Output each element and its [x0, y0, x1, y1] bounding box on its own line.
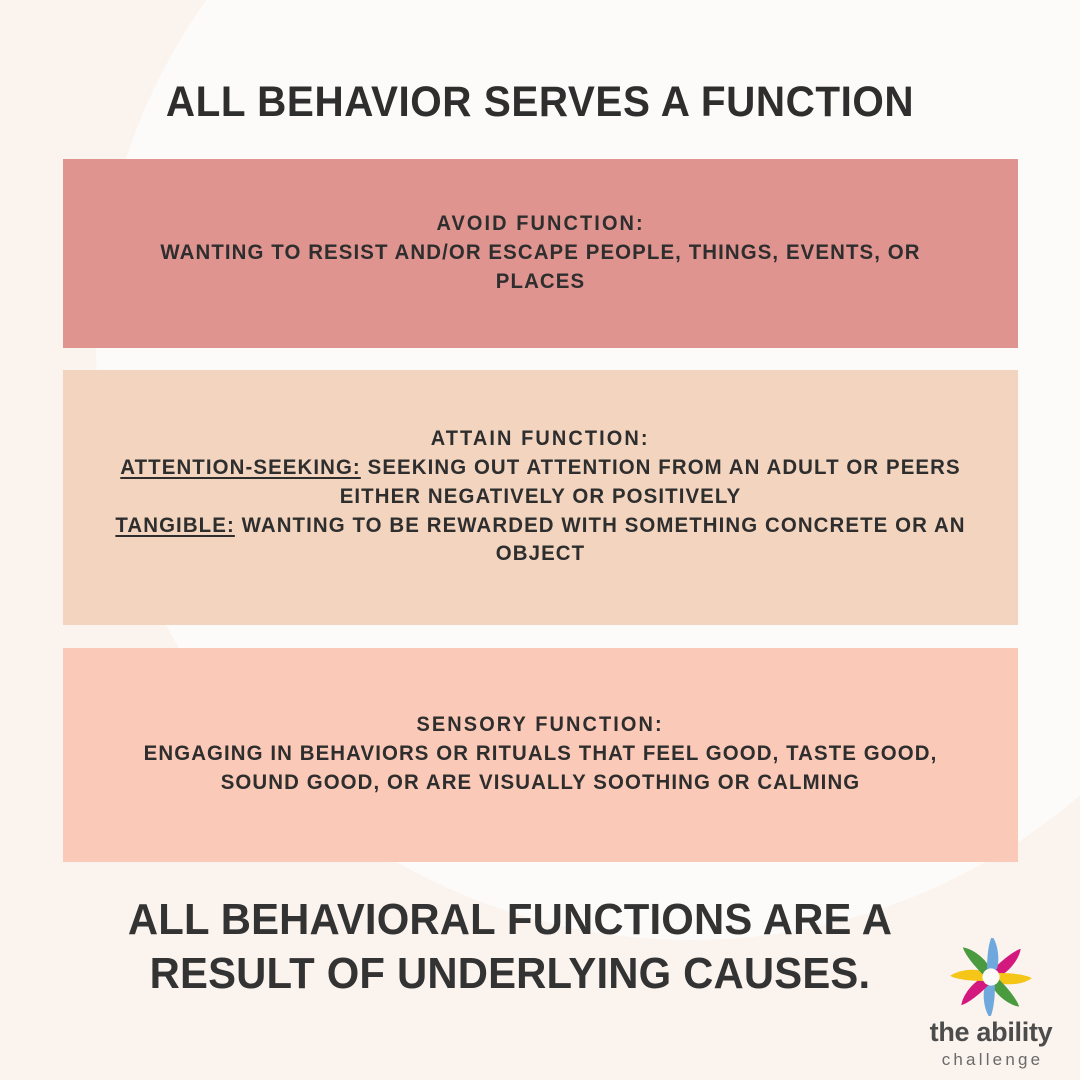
function-card-attain: ATTAIN FUNCTION: ATTENTION-SEEKING: SEEK… [63, 370, 1018, 625]
card-heading-sensory: SENSORY FUNCTION: [416, 713, 665, 737]
definition-tangible: WANTING TO BE REWARDED WITH SOMETHING CO… [234, 512, 966, 566]
page-title: ALL BEHAVIOR SERVES A FUNCTION [165, 78, 915, 126]
function-card-avoid: AVOID FUNCTION: WANTING TO RESIST AND/OR… [63, 159, 1018, 348]
card-body-attain: ATTENTION-SEEKING: SEEKING OUT ATTENTION… [113, 453, 967, 567]
card-heading-attain: ATTAIN FUNCTION: [431, 427, 650, 451]
term-attention-seeking: ATTENTION-SEEKING: [120, 455, 361, 480]
card-heading-avoid: AVOID FUNCTION: [436, 211, 645, 235]
closing-statement: ALL BEHAVIORAL FUNCTIONS ARE A RESULT OF… [127, 895, 893, 998]
function-card-sensory: SENSORY FUNCTION: ENGAGING IN BEHAVIORS … [63, 648, 1018, 862]
term-tangible: TANGIBLE: [115, 512, 235, 537]
card-body-sensory: ENGAGING IN BEHAVIORS OR RITUALS THAT FE… [143, 741, 938, 794]
definition-attention-seeking: SEEKING OUT ATTENTION FROM AN ADULT OR P… [339, 455, 961, 508]
logo-wordmark: the ability [929, 1017, 1053, 1047]
logo-subtitle: challenge [941, 1050, 1044, 1069]
card-body-avoid: WANTING TO RESIST AND/OR ESCAPE PEOPLE, … [160, 239, 921, 293]
pinwheel-flower-icon [950, 938, 1032, 1016]
brand-logo: the ability challenge [912, 938, 1070, 1070]
